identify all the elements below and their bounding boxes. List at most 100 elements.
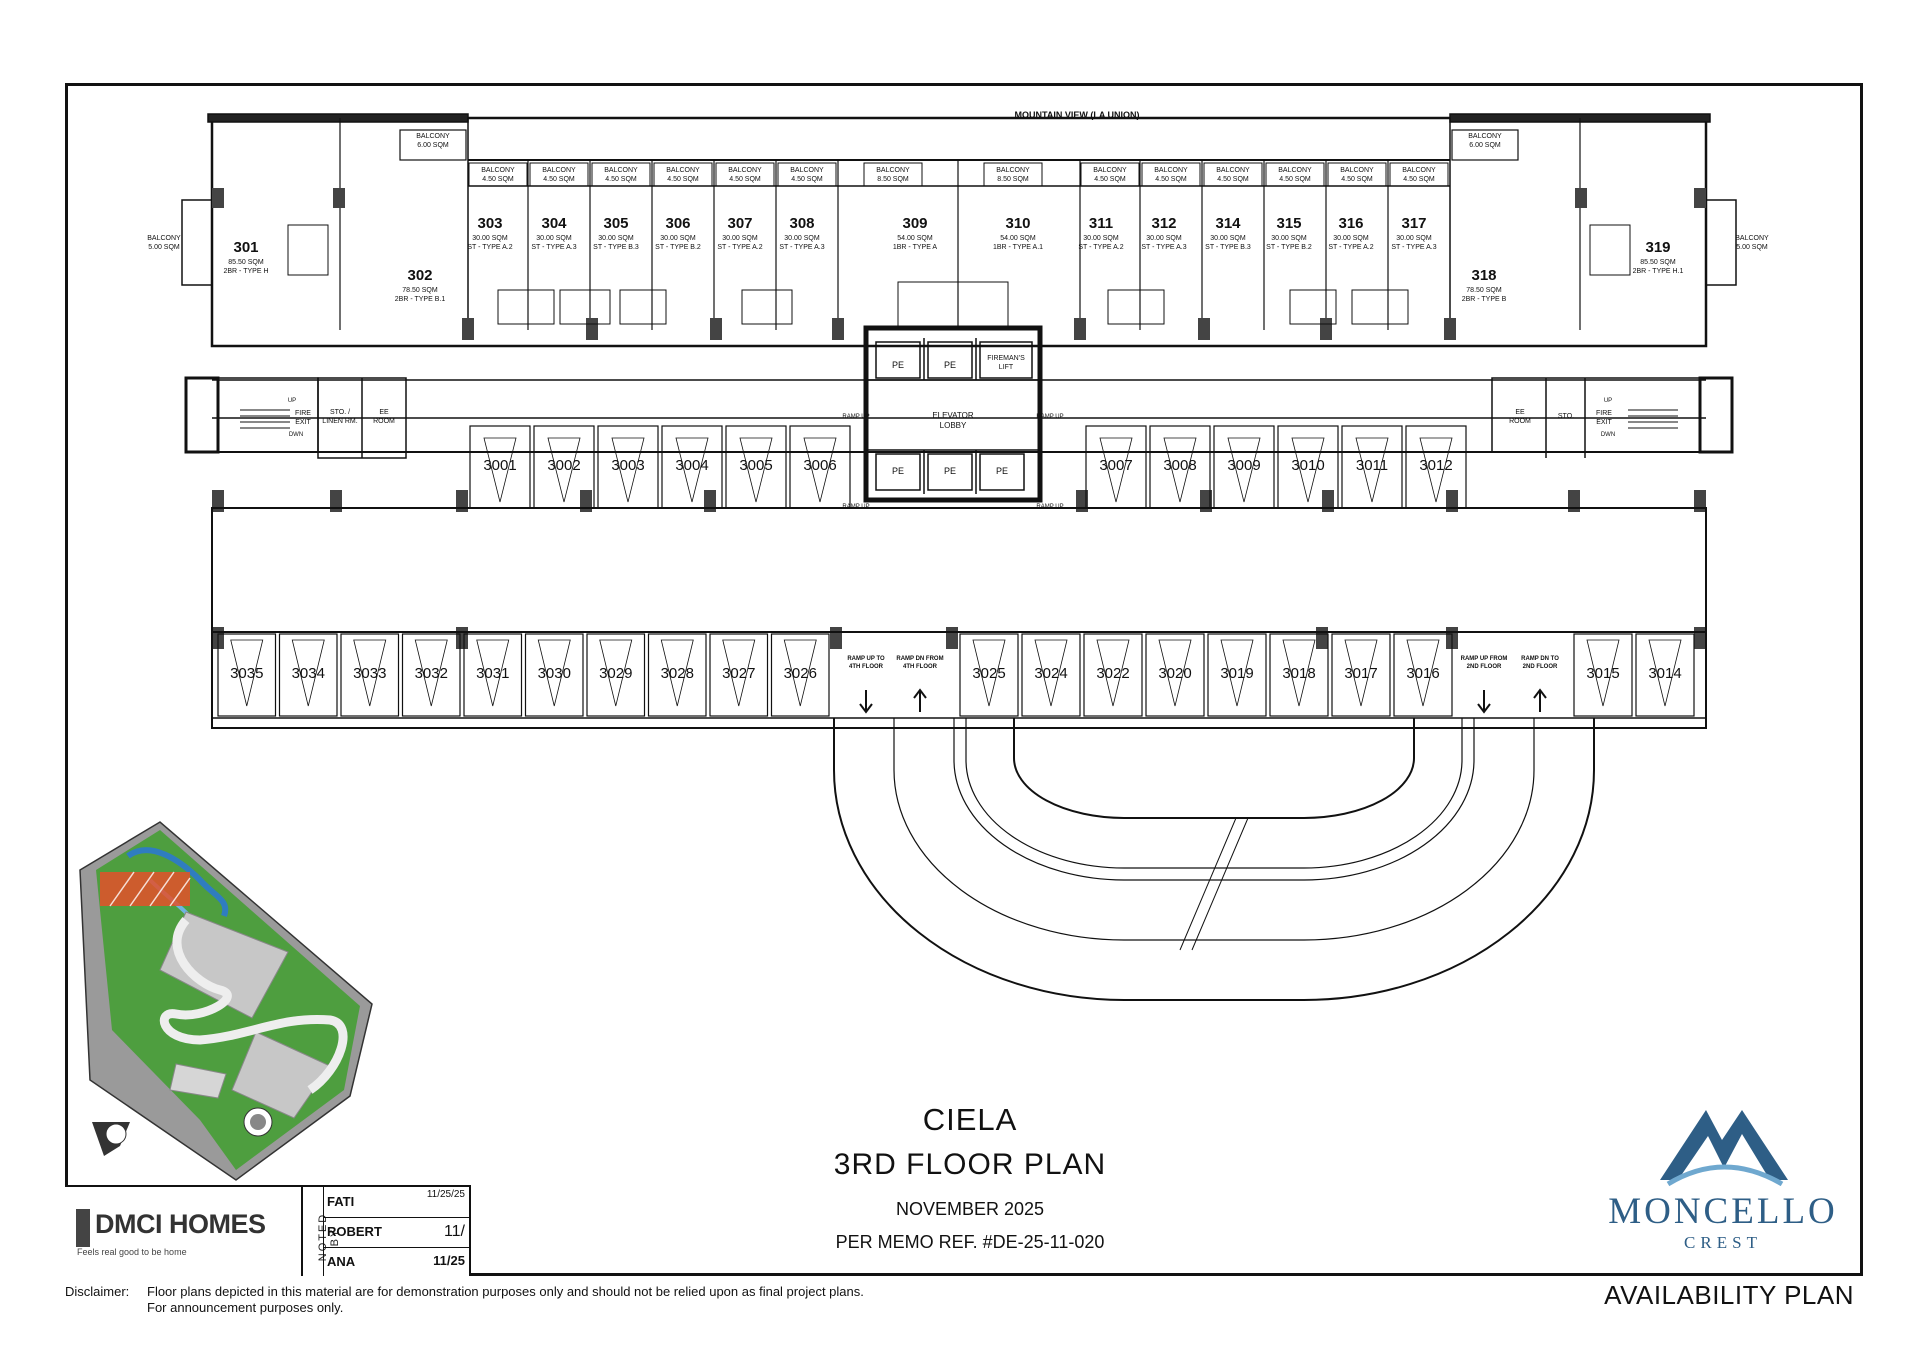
parking-stall-number: 3025 xyxy=(972,665,1005,682)
balcony-area: 4.50 SQM xyxy=(605,176,637,183)
moncello-crest-logo: MONCELLO CREST xyxy=(1598,1100,1848,1260)
ramp-label: RAMP UP TO xyxy=(847,656,885,662)
parking-stall-marker xyxy=(1163,437,1197,503)
parking-stall-number: 3026 xyxy=(784,665,817,682)
balcony-outline xyxy=(983,162,1043,187)
balcony-area: 4.50 SQM xyxy=(1279,176,1311,183)
signature-row: ANA 11/25 xyxy=(323,1247,469,1277)
signer-name: FATI xyxy=(327,1194,355,1209)
parking-stall-number: 3019 xyxy=(1220,665,1253,682)
balcony-area: 6.00 SQM xyxy=(417,142,449,149)
parking-stall-marker xyxy=(1099,437,1133,503)
fire-exit-label: FIRE xyxy=(1596,410,1612,417)
parking-stall-marker xyxy=(722,639,756,707)
parking-stall-marker xyxy=(230,639,264,707)
balcony-outline xyxy=(1389,162,1449,187)
parking-stall-number: 3006 xyxy=(803,457,836,474)
balcony-outline xyxy=(1327,162,1387,187)
firemans-lift-label: FIREMAN'S xyxy=(987,355,1025,362)
unit-type: 2BR - TYPE B xyxy=(1462,296,1507,303)
ee-room-label: EE xyxy=(379,409,389,416)
parking-stall-marker xyxy=(1344,639,1378,707)
parking-stall-marker xyxy=(1406,639,1440,707)
unit-area: 30.00 SQM xyxy=(1271,235,1307,242)
balcony-label: BALCONY xyxy=(1468,133,1502,140)
parking-stall xyxy=(340,633,400,717)
parking-stall-number: 3007 xyxy=(1099,457,1132,474)
balcony-outline xyxy=(591,162,651,187)
unit-number: 307 xyxy=(727,215,752,232)
unit-area: 54.00 SQM xyxy=(1000,235,1036,242)
sto-linen-label: STO. / xyxy=(330,409,350,416)
parking-stall xyxy=(1341,425,1403,509)
noted-by-block: NOTED BY FATI 11/25/25 ROBERT 11/ ANA 11… xyxy=(303,1185,471,1276)
fire-exit-label: FIRE xyxy=(295,410,311,417)
unit-type: ST - TYPE A.3 xyxy=(531,244,576,251)
unit-type: ST - TYPE A.2 xyxy=(1078,244,1123,251)
parking-stall xyxy=(661,425,723,509)
parking-stall xyxy=(1083,633,1143,717)
unit-area: 85.50 SQM xyxy=(1640,259,1676,266)
unit-area: 30.00 SQM xyxy=(472,235,508,242)
unit-area: 30.00 SQM xyxy=(1146,235,1182,242)
balcony-label: BALCONY xyxy=(416,133,450,140)
parking-stall-number: 3001 xyxy=(483,457,516,474)
balcony-area: 4.50 SQM xyxy=(791,176,823,183)
memo-reference: PER MEMO REF. #DE-25-11-020 xyxy=(835,1232,1105,1252)
balcony-label: BALCONY xyxy=(666,167,700,174)
unit-type: 2BR - TYPE H xyxy=(224,268,269,275)
parking-stall-number: 3028 xyxy=(661,665,694,682)
parking-stall xyxy=(709,633,769,717)
parking-stall-number: 3004 xyxy=(675,457,708,474)
signature-row: FATI 11/25/25 xyxy=(323,1187,469,1218)
balcony-area: 8.50 SQM xyxy=(877,176,909,183)
ramp-label: 4TH FLOOR xyxy=(849,664,884,670)
unit-number: 312 xyxy=(1151,215,1176,232)
unit-number: 303 xyxy=(477,215,502,232)
unit-type: ST - TYPE A.3 xyxy=(1391,244,1436,251)
ramp-up-label: RAMP UP xyxy=(842,504,869,510)
unit-type: 1BR - TYPE A.1 xyxy=(993,244,1043,251)
ee-room-label: ROOM xyxy=(1509,418,1531,425)
unit-area: 85.50 SQM xyxy=(228,259,264,266)
unit-area: 30.00 SQM xyxy=(784,235,820,242)
parking-stall xyxy=(725,425,787,509)
unit-type: ST - TYPE B.3 xyxy=(593,244,639,251)
parking-stall-marker xyxy=(1158,639,1192,707)
parking-stall xyxy=(1277,425,1339,509)
balcony-area: 4.50 SQM xyxy=(543,176,575,183)
parking-stall xyxy=(1021,633,1081,717)
parking-stall xyxy=(586,633,646,717)
unit-area: 30.00 SQM xyxy=(1333,235,1369,242)
parking-stall-number: 3035 xyxy=(230,665,263,682)
parking-stall-marker xyxy=(739,437,773,503)
parking-stall-number: 3009 xyxy=(1227,457,1260,474)
stair-down-label: DWN xyxy=(1601,432,1615,438)
unit-area: 78.50 SQM xyxy=(1466,287,1502,294)
elevator-lobby-label: ELEVATOR xyxy=(932,411,974,420)
unit-type: ST - TYPE A.3 xyxy=(779,244,824,251)
signed-date: 11/25/25 xyxy=(426,1189,465,1200)
balcony-area: 5.00 SQM xyxy=(148,244,180,251)
ramp-label: 4TH FLOOR xyxy=(903,664,938,670)
balcony-outline xyxy=(863,162,923,187)
balcony-label: BALCONY xyxy=(147,235,181,242)
unit-number: 317 xyxy=(1401,215,1426,232)
parking-stall xyxy=(1635,633,1695,717)
unit-area: 30.00 SQM xyxy=(598,235,634,242)
parking-stall-number: 3018 xyxy=(1282,665,1315,682)
parking-stall xyxy=(789,425,851,509)
parking-stall xyxy=(463,633,523,717)
parking-stall-marker xyxy=(1419,437,1453,503)
unit-number: 319 xyxy=(1645,239,1670,256)
unit-type: 1BR - TYPE A xyxy=(893,244,938,251)
parking-stall xyxy=(1405,425,1467,509)
parking-stall-marker xyxy=(537,639,571,707)
parking-stall xyxy=(1145,633,1205,717)
project-name: CIELA xyxy=(922,1102,1018,1137)
unit-number: 308 xyxy=(789,215,814,232)
parking-stall-number: 3017 xyxy=(1344,665,1377,682)
parking-stall xyxy=(1573,633,1633,717)
balcony-label: BALCONY xyxy=(876,167,910,174)
